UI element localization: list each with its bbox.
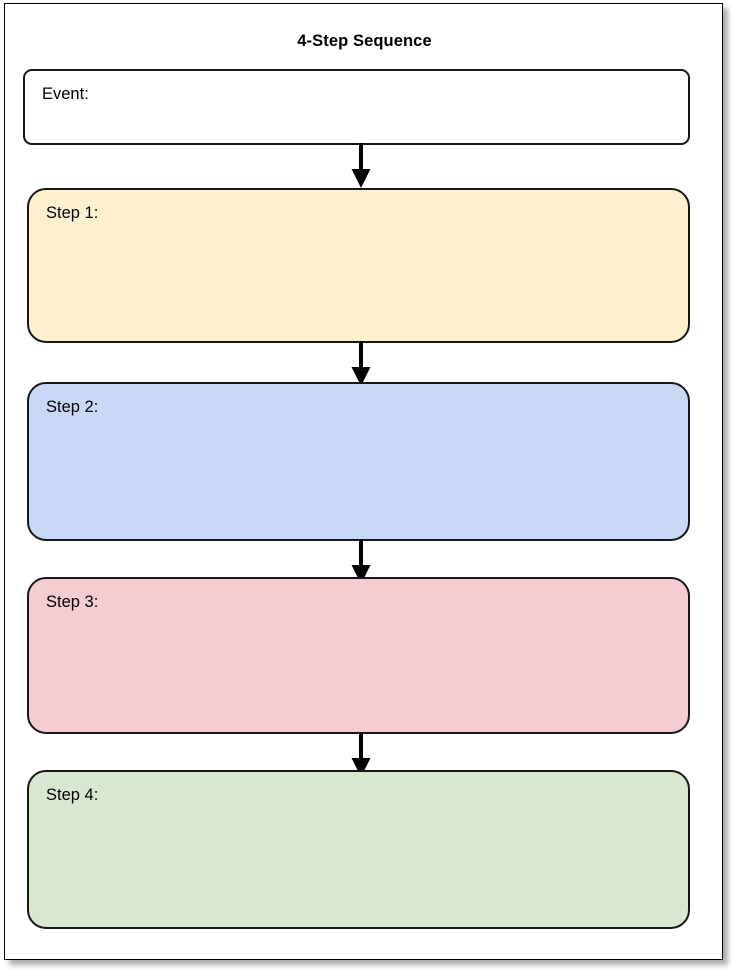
event-box[interactable]: Event:: [23, 69, 690, 145]
arrow-step-3-to-step-4: [351, 732, 371, 777]
step-4-label: Step 4:: [46, 786, 99, 804]
step-4-box[interactable]: Step 4:: [27, 770, 690, 929]
worksheet-page: 4-Step Sequence Event: Step 1: Step 2: S…: [4, 3, 723, 960]
arrow-step-1-to-step-2: [351, 341, 371, 386]
step-2-box[interactable]: Step 2:: [27, 382, 690, 541]
step-1-box[interactable]: Step 1:: [27, 188, 690, 343]
step-2-label: Step 2:: [46, 398, 99, 416]
step-3-label: Step 3:: [46, 593, 99, 611]
arrow-step-2-to-step-3: [351, 539, 371, 584]
step-1-label: Step 1:: [46, 204, 99, 222]
event-box-label: Event:: [42, 85, 89, 103]
page-title: 4-Step Sequence: [297, 32, 432, 50]
arrow-event-to-step-1: [351, 143, 371, 188]
step-3-box[interactable]: Step 3:: [27, 577, 690, 734]
